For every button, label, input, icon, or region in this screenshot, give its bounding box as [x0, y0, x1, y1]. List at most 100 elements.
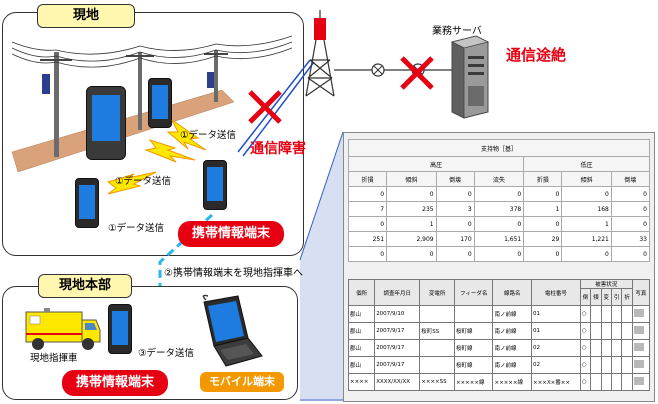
- command-vehicle-icon: [25, 308, 101, 350]
- table-cell: 0: [435, 216, 475, 232]
- table-cell: 桜町SS: [419, 322, 455, 340]
- table2-header: 変電所: [419, 279, 455, 306]
- damage-sub-header: 倒: [579, 288, 592, 306]
- table1-header: 折損: [347, 171, 388, 187]
- table-cell: ××××SS: [419, 373, 455, 391]
- table-cell: 0: [347, 216, 388, 232]
- table1-title: 支持物［基］: [348, 139, 650, 157]
- table-cell: ×××X×番××: [531, 373, 581, 391]
- table-cell: 0: [347, 186, 388, 202]
- damage-sub-header: 変: [600, 288, 613, 306]
- table-cell: 170: [435, 231, 475, 247]
- table-cell: 1: [561, 216, 612, 232]
- table-cell: 南ノ前線: [492, 339, 533, 357]
- table2-header: フィーダ名: [453, 279, 494, 306]
- table-cell: 郡山: [347, 305, 376, 323]
- comm-fault-label: 通信障害: [250, 141, 306, 157]
- table-cell: 南ノ前線: [492, 322, 533, 340]
- table-cell: [419, 356, 455, 374]
- mobile-phone-3: [203, 160, 227, 210]
- hq-label: 現地本部: [38, 274, 132, 298]
- table2-header: 線路名: [492, 279, 533, 306]
- mobile-terminal-site-label: 携帯情報端末: [178, 221, 284, 247]
- table-cell: 02: [531, 356, 581, 374]
- table-row: ××××XXXX/XX/XX××××SS×××××線×××××線×××X×番××…: [347, 373, 651, 391]
- table-cell: 南ノ前線: [492, 305, 533, 323]
- table2-header: 被害状況: [579, 279, 633, 289]
- command-vehicle-label: 現地指揮車: [30, 353, 78, 364]
- table-cell: 2007/9/17: [374, 322, 421, 340]
- table-cell: 2,909: [386, 231, 437, 247]
- move-terminal-caption: ②携帯情報端末を現地指揮車へ: [164, 268, 303, 279]
- table1-header: 倒壊: [435, 171, 475, 187]
- table-cell: 1,651: [473, 231, 525, 247]
- table-cell: 29: [523, 231, 563, 247]
- table-cell: 0: [523, 246, 563, 262]
- table-cell: 0: [610, 201, 651, 217]
- table-cell: 7: [347, 201, 388, 217]
- table2-header: 調査年月日: [374, 279, 421, 306]
- table1-header: 傾斜: [561, 171, 612, 187]
- table-cell: ×××××線: [453, 373, 494, 391]
- comm-cut-label: 通信途絶: [506, 46, 567, 64]
- table-cell: 0: [610, 186, 651, 202]
- table-cell: [419, 339, 455, 357]
- table-cell: 0: [435, 246, 475, 262]
- table-cell: 0: [386, 186, 437, 202]
- large-handheld-device: [86, 86, 126, 160]
- table-cell: 0: [561, 246, 612, 262]
- damage-survey-table: 個所 調査年月日 変電所 フィーダ名 線路名 電柱番号 被害状況 写真 倒 傾 …: [347, 279, 651, 391]
- table1-group-low: 低圧: [523, 156, 650, 172]
- photo-icon: [631, 339, 651, 357]
- data-send-label-2: ①データ送信: [115, 176, 172, 187]
- table1-header: 流失: [473, 171, 525, 187]
- table-cell: 1,221: [561, 231, 612, 247]
- mobile-phone-1: [148, 78, 172, 128]
- damage-sub-header: 折: [621, 288, 633, 306]
- table-cell: 0: [523, 216, 563, 232]
- table-cell: 1: [523, 201, 563, 217]
- table-cell: 郡山: [347, 356, 376, 374]
- table-cell: 0: [473, 186, 525, 202]
- server-label: 業務サーバ: [432, 26, 482, 37]
- hq-mobile-phone: [108, 304, 132, 354]
- table-cell: 235: [386, 201, 437, 217]
- laptop-icon: [202, 294, 263, 367]
- table-cell: 2007/9/10: [374, 305, 421, 323]
- data-send-label-3: ①データ送信: [108, 223, 165, 234]
- site-panel: [2, 12, 304, 256]
- table-cell: ○: [579, 356, 592, 374]
- table-cell: 3: [435, 201, 475, 217]
- photo-icon: [631, 356, 651, 374]
- mobile-pc-label: モバイル端末: [200, 372, 284, 392]
- data-send-label-hq: ③データ送信: [138, 348, 195, 359]
- table-cell: 168: [561, 201, 612, 217]
- table-cell: 桜町線: [453, 339, 494, 357]
- table-cell: ○: [579, 322, 592, 340]
- table1-header: 倒壊: [610, 171, 651, 187]
- radio-tower-icon: [305, 39, 335, 97]
- photo-icon: [631, 322, 651, 340]
- table-cell: 01: [531, 305, 581, 323]
- table-cell: 0: [610, 216, 651, 232]
- server-icon: [450, 35, 490, 119]
- table-cell: 2007/9/17: [374, 339, 421, 357]
- table-cell: [453, 305, 494, 323]
- table-cell: 01: [531, 322, 581, 340]
- table-cell: 0: [473, 246, 525, 262]
- table-cell: 桜町線: [453, 356, 494, 374]
- table-cell: ○: [579, 373, 592, 391]
- mobile-terminal-hq-label: 携帯情報端末: [62, 370, 168, 396]
- table-cell: 0: [523, 186, 563, 202]
